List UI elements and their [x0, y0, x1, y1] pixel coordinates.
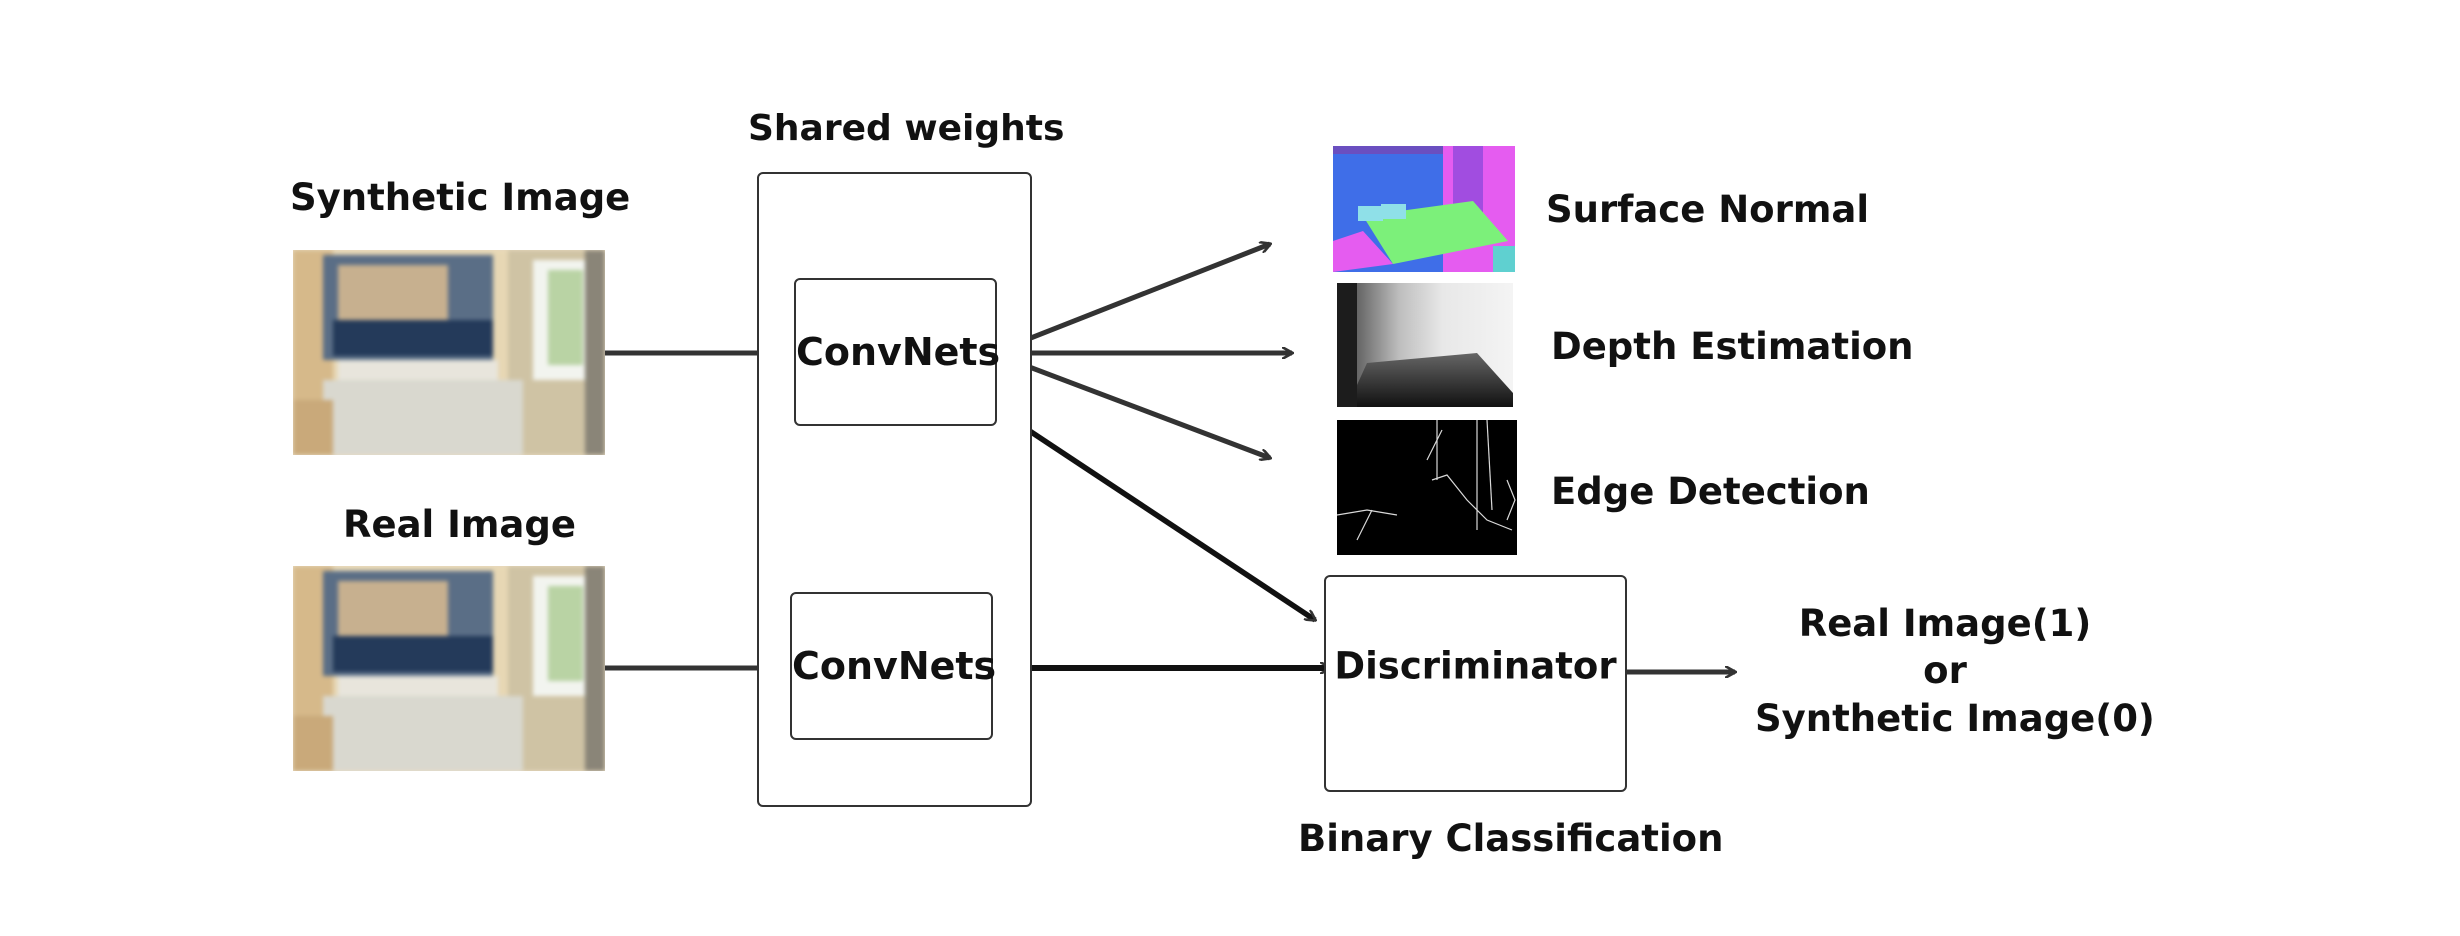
arrow-to-surface-normal	[994, 244, 1270, 355]
shared-weights-label: Shared weights	[748, 108, 1065, 149]
binary-classification-label: Binary Classification	[1298, 817, 1724, 860]
convnets-top-label: ConvNets	[796, 330, 1001, 374]
convnets-bottom-label: ConvNets	[792, 644, 997, 688]
real-image-label: Real Image	[343, 503, 576, 546]
arrow-to-edge-detection	[994, 351, 1270, 458]
real-image-thumbnail	[293, 566, 605, 771]
output-line-3: Synthetic Image(0)	[1755, 696, 2155, 740]
output-line-2: or	[1923, 649, 1967, 693]
output-line-1: Real Image(1)	[1798, 602, 2092, 645]
arrow-convnets-top-to-discriminator	[996, 407, 1315, 623]
convnets-bottom-node: ConvNets	[790, 592, 997, 740]
depth-estimation-thumbnail	[1337, 283, 1513, 407]
edge-detection-label: Edge Detection	[1551, 470, 1870, 513]
surface-normal-label: Surface Normal	[1546, 188, 1870, 231]
synthetic-image-label: Synthetic Image	[290, 176, 631, 219]
discriminator-node: Discriminator	[1324, 575, 1627, 792]
depth-estimation-label: Depth Estimation	[1551, 325, 1914, 368]
discriminator-label: Discriminator	[1334, 644, 1617, 688]
convnets-top-node: ConvNets	[794, 278, 1001, 426]
surface-normal-thumbnail	[1333, 146, 1515, 272]
edge-detection-thumbnail	[1337, 420, 1517, 555]
synthetic-image-thumbnail	[293, 250, 605, 455]
output-label: Real Image(1) or Synthetic Image(0)	[1755, 600, 2155, 742]
